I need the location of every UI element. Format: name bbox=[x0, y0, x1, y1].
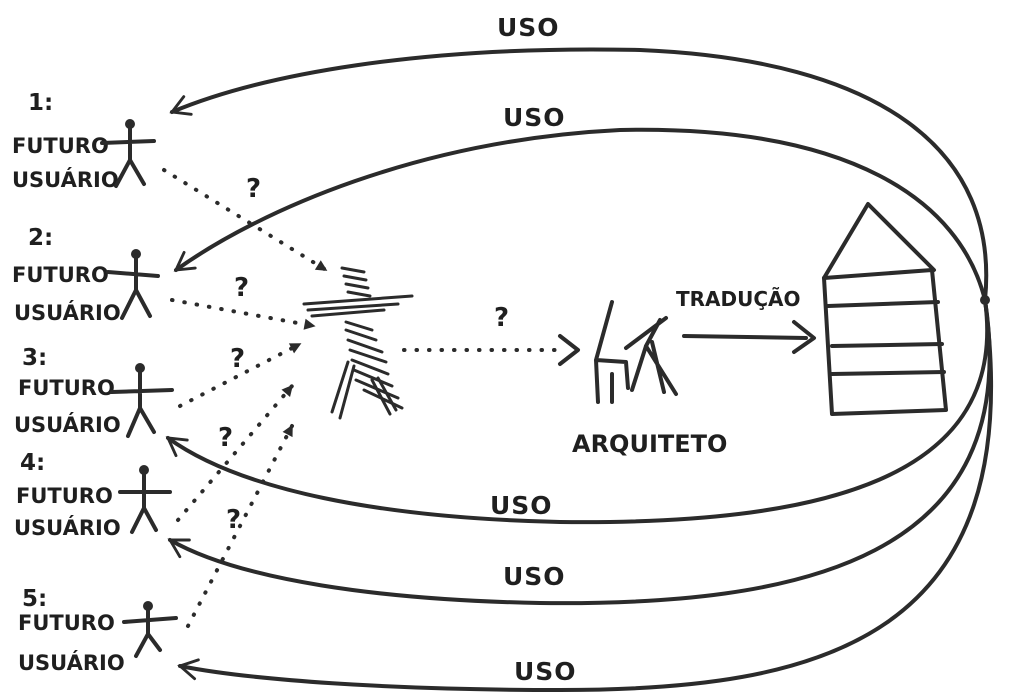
uso-arrow-user-5 bbox=[177, 298, 994, 692]
stick-figure-icon bbox=[122, 601, 178, 658]
uso-arrow-user-4 bbox=[167, 298, 992, 606]
user-1: 1: FUTURO USUÁRIO bbox=[12, 90, 156, 192]
uso-label-5: USO bbox=[514, 657, 577, 686]
uso-origin-node bbox=[980, 295, 990, 305]
uso-label-4: USO bbox=[503, 562, 566, 591]
architect-icon bbox=[594, 300, 678, 404]
uso-arrow-user-2 bbox=[173, 127, 987, 302]
user-to-figure-arrows bbox=[162, 168, 328, 628]
user-2: 2: FUTURO USUÁRIO bbox=[12, 225, 160, 325]
user-3-label-line1: FUTURO bbox=[18, 376, 115, 400]
user-2-label-line2: USUÁRIO bbox=[14, 300, 121, 325]
uso-arrow-user-1 bbox=[169, 47, 989, 302]
user-3: 3: FUTURO USUÁRIO bbox=[14, 345, 174, 438]
question-mark-5: ? bbox=[226, 505, 241, 535]
architect-label: ARQUITETO bbox=[572, 430, 727, 458]
question-mark-1: ? bbox=[246, 174, 261, 204]
dotted-arrow-user-5 bbox=[186, 424, 294, 628]
stick-figure-icon bbox=[100, 119, 156, 188]
user-2-label-line1: FUTURO bbox=[12, 263, 109, 287]
dotted-arrow-user-3 bbox=[178, 342, 302, 408]
question-mark-2: ? bbox=[234, 273, 249, 303]
user-4: 4: FUTURO USUÁRIO bbox=[14, 450, 172, 540]
dotted-arrow-user-1 bbox=[162, 168, 328, 272]
user-4-number: 4: bbox=[20, 450, 45, 476]
question-mark-4: ? bbox=[218, 423, 233, 453]
blurred-figure-icon bbox=[302, 266, 414, 420]
dotted-arrow-user-4 bbox=[176, 384, 294, 522]
uso-label-3: USO bbox=[490, 491, 553, 520]
arrowhead-to-architect bbox=[558, 334, 580, 366]
user-5-number: 5: bbox=[22, 586, 47, 612]
uso-label-1: USO bbox=[497, 13, 560, 42]
dotted-arrow-user-2 bbox=[170, 298, 316, 330]
user-1-label-line1: FUTURO bbox=[12, 134, 109, 158]
building-icon bbox=[822, 202, 948, 416]
user-3-label-line2: USUÁRIO bbox=[14, 412, 121, 437]
user-2-number: 2: bbox=[28, 225, 53, 251]
user-5: 5: FUTURO USUÁRIO bbox=[18, 586, 178, 675]
user-5-label-line2: USUÁRIO bbox=[18, 650, 125, 675]
question-mark-6: ? bbox=[494, 303, 509, 333]
translation-label: TRADUÇÃO bbox=[676, 287, 801, 311]
uso-label-2: USO bbox=[503, 103, 566, 132]
user-3-number: 3: bbox=[22, 345, 47, 371]
user-4-label-line2: USUÁRIO bbox=[14, 515, 121, 540]
translation-arrowhead bbox=[792, 320, 816, 354]
uso-loops bbox=[165, 47, 994, 692]
uso-arrow-user-3 bbox=[165, 298, 990, 525]
user-4-label-line1: FUTURO bbox=[16, 484, 113, 508]
question-marks: ? ? ? ? ? ? bbox=[218, 174, 509, 535]
uso-labels: USO USO USO USO USO bbox=[490, 13, 577, 686]
stick-figure-icon bbox=[118, 465, 172, 534]
user-1-label-line2: USUÁRIO bbox=[12, 167, 119, 192]
stick-figure-icon bbox=[110, 363, 174, 438]
user-1-number: 1: bbox=[28, 90, 53, 116]
question-mark-3: ? bbox=[230, 344, 245, 374]
translation-arrow bbox=[682, 334, 808, 340]
user-5-label-line1: FUTURO bbox=[18, 611, 115, 635]
stick-figure-icon bbox=[106, 249, 160, 320]
